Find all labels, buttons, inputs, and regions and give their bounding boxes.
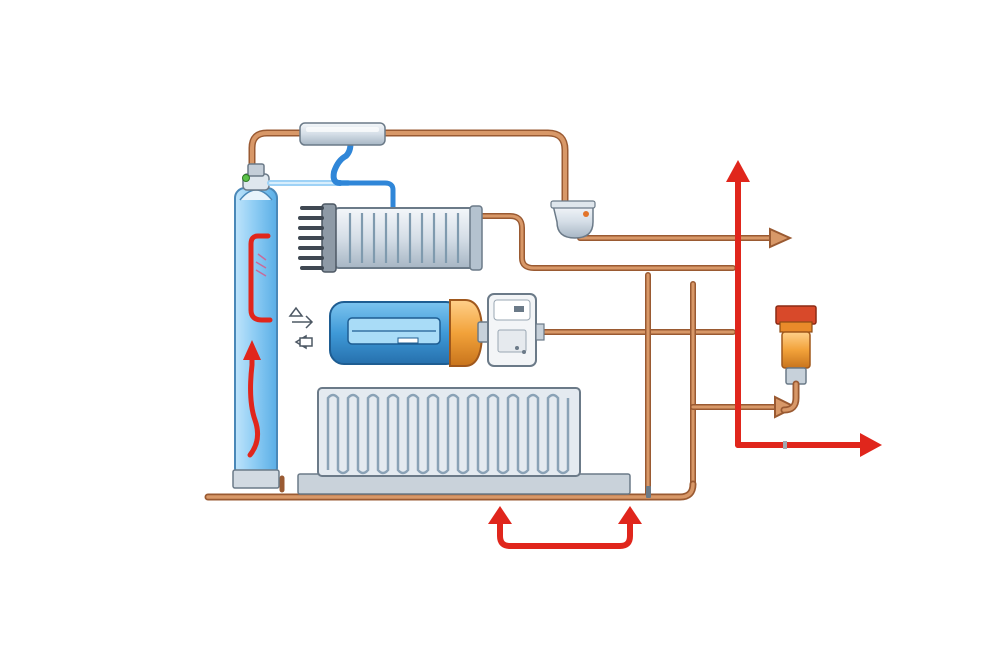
flow-indicator-glyphs — [288, 306, 314, 350]
pipe-top-loop — [248, 129, 569, 209]
flow-arrow-bottom-u — [497, 519, 633, 549]
accumulator-tank — [232, 163, 280, 489]
tank-internal-coil — [248, 233, 273, 323]
control-box — [487, 293, 545, 367]
pipe-joints — [646, 441, 787, 498]
red-flow-arrows — [488, 160, 882, 549]
compressor-motor — [329, 299, 493, 367]
outlet-arrow-upper — [769, 227, 793, 249]
pipe-condenser-outlet — [475, 213, 736, 271]
filter-drier — [550, 200, 596, 239]
tank-internal-arrow — [247, 352, 261, 458]
tank-valve-green — [242, 174, 250, 182]
condenser-fan — [298, 203, 337, 273]
expansion-valve — [775, 305, 817, 414]
receiver-cylinder — [299, 122, 386, 146]
condenser-unit — [298, 203, 483, 273]
cold-arrow-up — [330, 135, 354, 186]
evaporator-coil — [297, 387, 631, 495]
